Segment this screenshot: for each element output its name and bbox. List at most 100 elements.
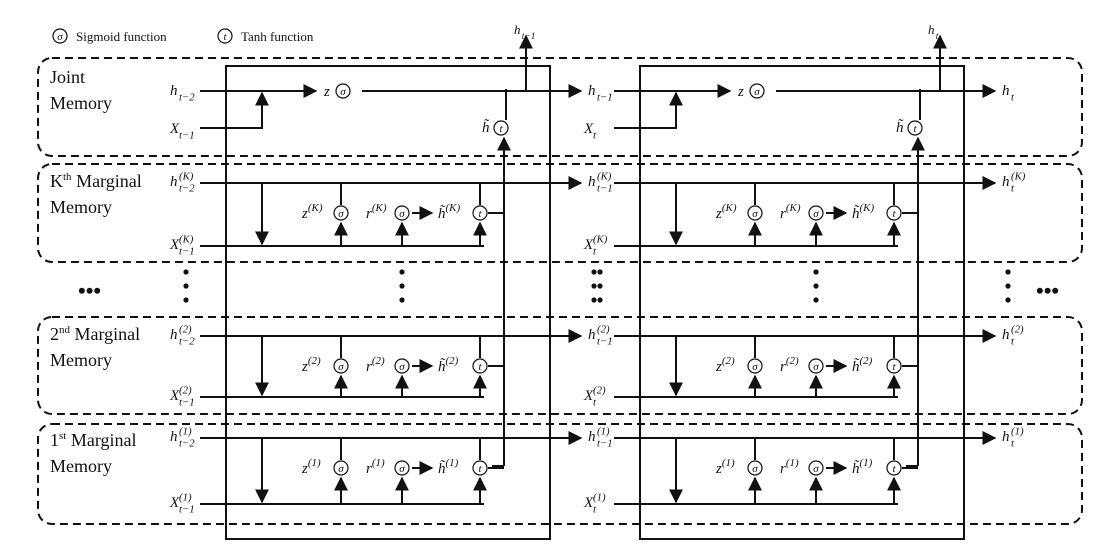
tanh-legend-label: Tanh function: [241, 29, 314, 44]
first-title-line1: 1st Marginal: [50, 430, 137, 450]
k-prev-h-out-base: h: [588, 174, 596, 190]
one-prev-h-in-base: h: [170, 429, 178, 445]
two-curr-r-label: r(2): [780, 355, 799, 375]
two-prev-htilde-label: h̃(2): [438, 355, 459, 375]
joint-htilde-gate-prev-icon: [493, 120, 509, 136]
joint-title-line2: Memory: [50, 93, 112, 113]
two-prev-r-label: r(2): [366, 355, 385, 375]
k-prev-z-gate-symbol: σ: [338, 208, 344, 220]
one-curr-x-in-base: X: [583, 495, 594, 511]
one-prev-htilde-gate-icon: [472, 460, 488, 476]
two-curr-htilde-label: h̃(2): [852, 355, 873, 375]
two-prev-htilde-label-sup: (2): [446, 355, 459, 367]
vertical-dot-prev-left-2: [183, 297, 189, 303]
vertical-dot-curr-right-2: [1005, 297, 1011, 303]
joint-x-wire-curr: [614, 91, 683, 129]
first-title-rest: Marginal: [66, 430, 136, 450]
second-title-sup: nd: [59, 324, 71, 336]
k-prev-z-label-sup: (K): [308, 202, 323, 214]
joint-x-in-prev: Xt−1: [169, 121, 195, 142]
two-prev-h-in-sup: (2): [179, 324, 192, 336]
vertical-dot-prev-mid-2: [399, 297, 405, 303]
kth-marginal-band: [37, 163, 1083, 263]
vertical-dot-prev-right-2: [591, 297, 597, 303]
vertical-dot-curr-right-0: [1005, 269, 1011, 275]
joint-h-out-prev-base: h: [588, 83, 596, 99]
two-curr-h-out-sub: t: [1011, 336, 1015, 348]
two-curr-z-gate-symbol: σ: [752, 361, 758, 373]
joint-x-in-prev-sub: t−1: [179, 130, 195, 142]
one-prev-r-label-sup: (1): [372, 457, 385, 469]
two-curr-z-gate-icon: [747, 358, 763, 374]
two-prev-h-out: h(2)t−1: [588, 324, 613, 348]
k-prev-r-gate-symbol: σ: [399, 208, 405, 220]
vertical-dot-curr-mid-1: [813, 283, 819, 289]
k-prev-r-gate-icon: [394, 205, 410, 221]
second-title-rest: Marginal: [70, 324, 140, 344]
one-prev-htilde-label: h̃(1): [438, 457, 459, 477]
two-prev-h-out-sup: (2): [597, 324, 610, 336]
second-title-line1: 2nd Marginal: [50, 324, 140, 344]
one-curr-x-in-sup: (1): [593, 492, 606, 504]
k-curr-z-gate-symbol: σ: [752, 208, 758, 220]
two-prev-htilde-gate-symbol: t: [478, 361, 482, 373]
second-title-line2: Memory: [50, 350, 112, 370]
one-prev-htilde-label-base: h̃: [438, 460, 446, 477]
joint-z-gate-curr-icon: [749, 83, 765, 99]
first-title-sup: st: [59, 430, 66, 442]
k-prev-x-in-sup: (K): [179, 234, 194, 246]
one-prev-z-gate-symbol: σ: [338, 463, 344, 475]
one-prev-z-label: z(1): [301, 457, 321, 477]
k-prev-z-label: z(K): [301, 202, 323, 222]
kth-title-base: K: [50, 171, 63, 191]
k-curr-htilde-gate-symbol: t: [892, 208, 896, 220]
one-curr-z-label-sup: (1): [722, 457, 735, 469]
one-prev-h-out-base: h: [588, 429, 596, 445]
one-prev-h-in: h(1)t−2: [170, 426, 195, 450]
two-prev-r-gate-symbol: σ: [399, 361, 405, 373]
joint-htilde-gate-curr-icon: [907, 120, 923, 136]
one-prev-h-out-sup: (1): [597, 426, 610, 438]
two-prev-x-in-sup: (2): [179, 385, 192, 397]
joint-z-gate-prev-icon: [335, 83, 351, 99]
two-prev-x-in-sub: t−1: [179, 397, 195, 409]
k-curr-h-out-sub: t: [1011, 183, 1015, 195]
one-curr-htilde-gate-symbol: t: [892, 463, 896, 475]
two-prev-x-in: X(2)t−1: [169, 385, 195, 409]
one-curr-r-gate-symbol: σ: [813, 463, 819, 475]
first-marginal-band: [37, 423, 1083, 525]
joint-x-in-curr: Xt: [583, 121, 597, 142]
k-prev-h-in-sub: t−2: [179, 183, 195, 195]
vertical-dot-curr-right-1: [1005, 283, 1011, 289]
k-prev-x-in-sub: t−1: [179, 246, 195, 258]
k-curr-r-label-base: r: [780, 206, 786, 222]
two-prev-z-label: z(2): [301, 355, 321, 375]
one-curr-x-in-sub: t: [593, 504, 597, 516]
k-curr-h-out-sup: (K): [1011, 171, 1026, 183]
one-curr-z-gate-icon: [747, 460, 763, 476]
k-prev-htilde-gate-icon: [472, 205, 488, 221]
two-prev-htilde-label-base: h̃: [438, 358, 446, 375]
joint-h-out-curr-base: h: [1002, 83, 1010, 99]
two-prev-z-gate-symbol: σ: [338, 361, 344, 373]
one-curr-z-label-base: z: [715, 461, 722, 477]
two-curr-r-gate-symbol: σ: [813, 361, 819, 373]
one-prev-h-in-sub: t−2: [179, 438, 195, 450]
one-curr-r-label: r(1): [780, 457, 799, 477]
two-prev-z-label-sup: (2): [308, 355, 321, 367]
vertical-dot-curr-left-0: [597, 269, 603, 275]
k-curr-htilde-gate-icon: [886, 205, 902, 221]
two-curr-h-out-base: h: [1002, 327, 1010, 343]
joint-htilde-gate-prev-symbol: t: [499, 123, 503, 135]
k-curr-r-label-sup: (K): [786, 202, 801, 214]
k-prev-h-in-sup: (K): [179, 171, 194, 183]
two-curr-z-label-base: z: [715, 359, 722, 375]
sigmoid-legend-icon: [52, 28, 68, 44]
k-prev-z-label-base: z: [301, 206, 308, 222]
vertical-dot-curr-left-2: [597, 297, 603, 303]
k-curr-z-label: z(K): [715, 202, 737, 222]
